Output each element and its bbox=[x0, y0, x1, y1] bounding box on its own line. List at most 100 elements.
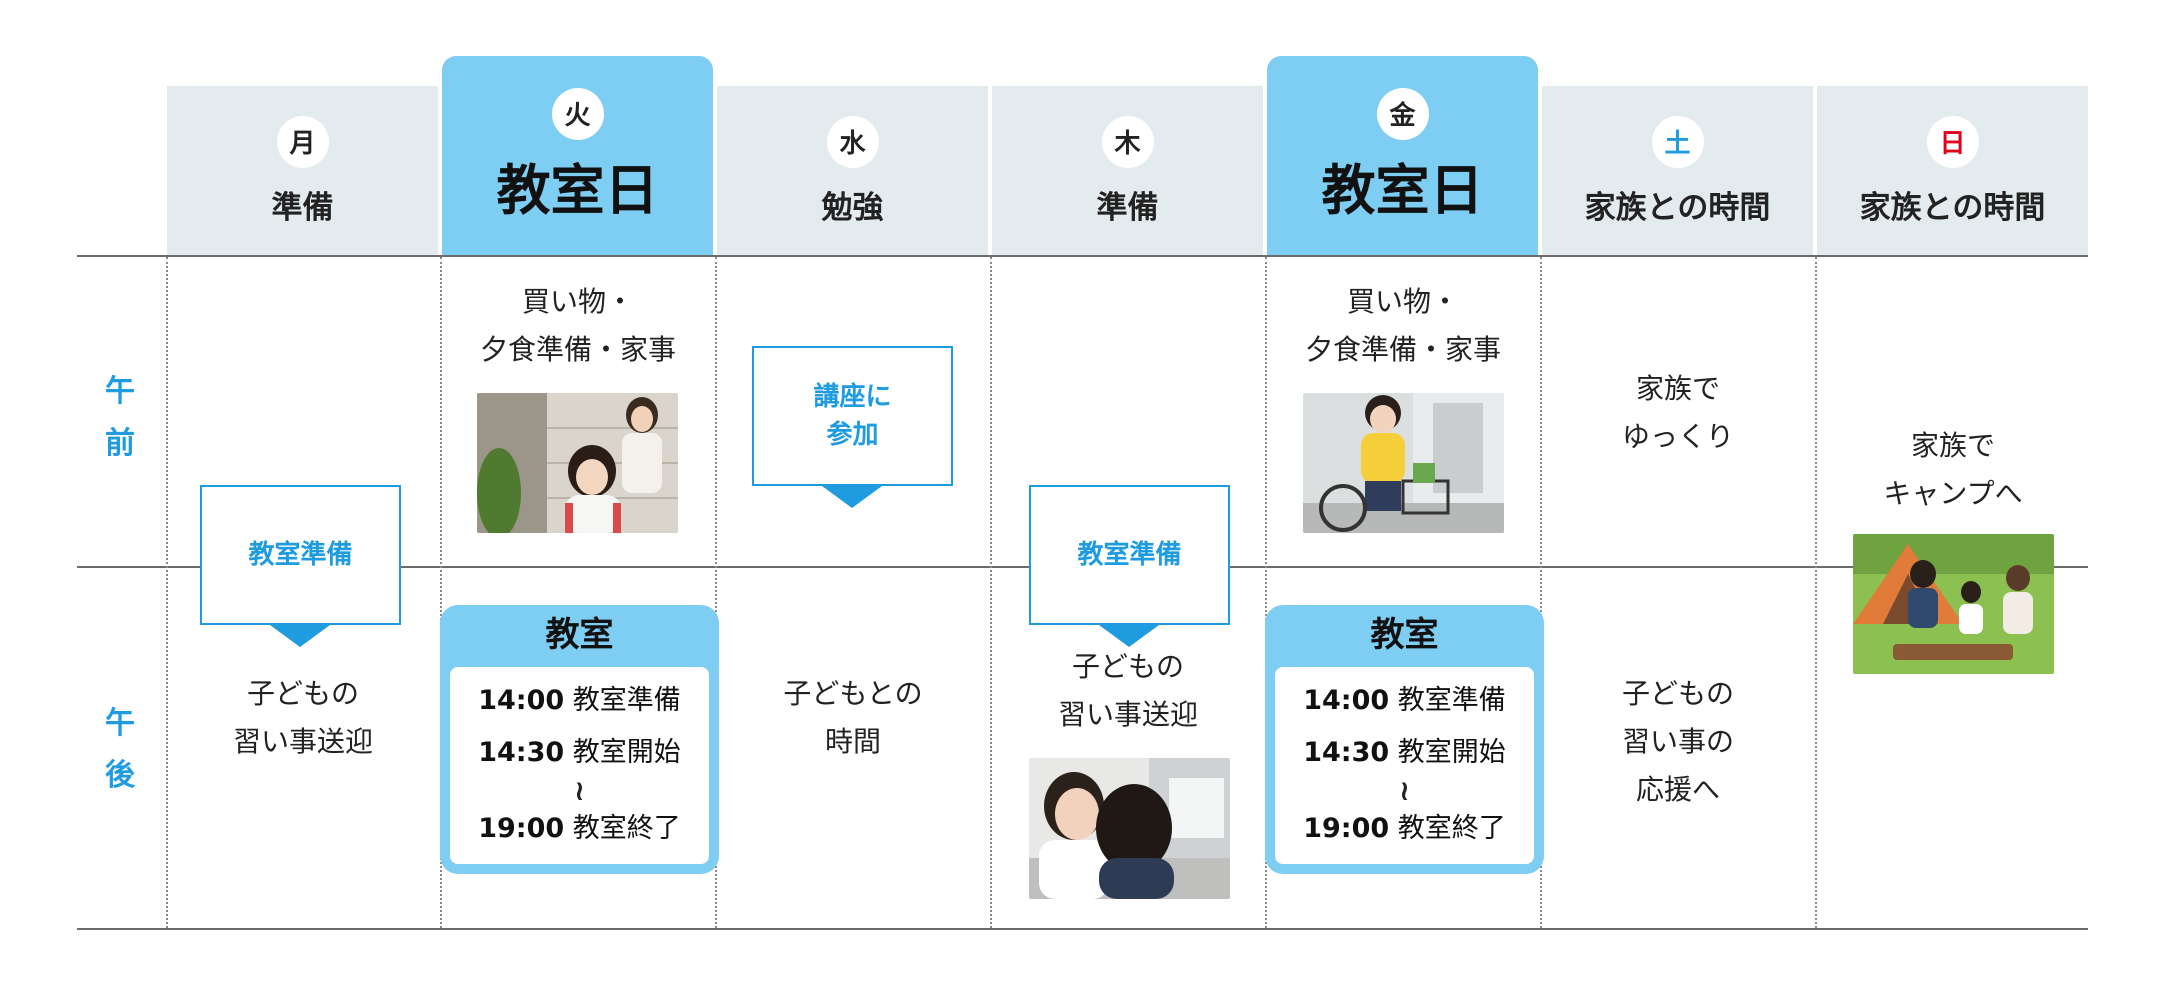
column-divider bbox=[990, 257, 992, 928]
day-badge-sun: 日 bbox=[1926, 115, 1979, 168]
callout-mon-class-prep: 教室準備 bbox=[200, 485, 401, 625]
cell-wed-pm-line1: 子どもとの bbox=[783, 677, 923, 710]
period-pm-char-1: 午 bbox=[105, 706, 135, 741]
cell-mon-pm: 子どもの 習い事送迎 bbox=[170, 670, 436, 766]
cell-sun-line1: 家族で bbox=[1910, 429, 1995, 462]
class-schedule-fri: 教室 14:00 教室準備 14:30 教室開始 ≀ 19:00 教室終了 bbox=[1265, 605, 1544, 874]
day-label-wed: 勉強 bbox=[821, 189, 884, 226]
cell-mon-pm-line2: 習い事送迎 bbox=[232, 725, 373, 758]
period-am-char-1: 午 bbox=[105, 374, 135, 409]
header-wednesday: 水 勉強 bbox=[717, 86, 988, 256]
day-label-tue: 教室日 bbox=[496, 158, 659, 222]
car-pickup-photo bbox=[1029, 758, 1230, 899]
cell-sat-am-line2: ゆっくり bbox=[1621, 420, 1734, 453]
cell-thu-pm-line2: 習い事送迎 bbox=[1057, 698, 1198, 731]
class-title-fri: 教室 bbox=[1370, 615, 1439, 655]
header-divider bbox=[77, 255, 2088, 257]
day-label-sun: 家族との時間 bbox=[1859, 189, 2046, 226]
cell-sun-line2: キャンプへ bbox=[1883, 477, 2023, 510]
header-friday: 金 教室日 bbox=[1267, 56, 1538, 256]
cell-fri-am: 買い物・ 夕食準備・家事 bbox=[1270, 278, 1536, 374]
class-schedule-card-fri: 14:00 教室準備 14:30 教室開始 ≀ 19:00 教室終了 bbox=[1275, 667, 1534, 864]
day-label-thu: 準備 bbox=[1096, 189, 1159, 226]
cell-sat-pm: 子どもの 習い事の 応援へ bbox=[1545, 670, 1811, 814]
day-label-fri: 教室日 bbox=[1321, 158, 1484, 222]
mother-and-daughter-photo bbox=[477, 393, 678, 533]
day-label-mon: 準備 bbox=[271, 189, 334, 226]
cell-tue-am: 買い物・ 夕食準備・家事 bbox=[445, 278, 711, 374]
header-sunday: 日 家族との時間 bbox=[1817, 86, 2088, 256]
callout-mon-text: 教室準備 bbox=[248, 540, 353, 570]
schedule-label: 教室準備 bbox=[572, 685, 681, 716]
cell-tue-am-line2: 夕食準備・家事 bbox=[479, 333, 676, 366]
cell-sat-am-line1: 家族で bbox=[1635, 372, 1720, 405]
schedule-time: 19:00 bbox=[1303, 813, 1390, 844]
cell-wed-pm-line2: 時間 bbox=[824, 725, 881, 758]
column-divider bbox=[1265, 257, 1267, 928]
cell-sun: 家族で キャンプへ bbox=[1820, 422, 2086, 518]
period-label-pm: 午 後 bbox=[92, 698, 148, 802]
cell-sat-pm-line2: 習い事の bbox=[1621, 725, 1734, 758]
day-badge-mon: 月 bbox=[276, 115, 329, 168]
schedule-time: 14:00 bbox=[1303, 685, 1390, 716]
day-label-sat: 家族との時間 bbox=[1584, 189, 1771, 226]
callout-mon-tip bbox=[270, 625, 330, 647]
column-divider bbox=[715, 257, 717, 928]
callout-thu-class-prep: 教室準備 bbox=[1029, 485, 1230, 625]
cell-sat-am: 家族で ゆっくり bbox=[1545, 365, 1811, 461]
woman-on-bicycle-photo bbox=[1303, 393, 1504, 533]
callout-wed-tip bbox=[822, 486, 882, 508]
callout-thu-tip bbox=[1099, 625, 1159, 647]
header-monday: 月 準備 bbox=[167, 86, 438, 256]
day-badge-sat: 土 bbox=[1651, 115, 1704, 168]
schedule-row: 14:00 教室準備 bbox=[450, 675, 709, 727]
class-title-tue: 教室 bbox=[545, 615, 614, 655]
day-badge-wed: 水 bbox=[826, 115, 879, 168]
cell-wed-pm: 子どもとの 時間 bbox=[720, 670, 986, 766]
schedule-label: 教室開始 bbox=[1397, 737, 1506, 768]
period-pm-char-2: 後 bbox=[105, 758, 135, 793]
schedule-row: 14:30 教室開始 bbox=[1275, 727, 1534, 779]
callout-wed-attend-course: 講座に 参加 bbox=[752, 346, 953, 486]
column-divider bbox=[1540, 257, 1542, 928]
cell-fri-am-line1: 買い物・ bbox=[1346, 285, 1459, 318]
day-badge-tue: 火 bbox=[551, 87, 604, 140]
schedule-row: 14:00 教室準備 bbox=[1275, 675, 1534, 727]
callout-wed-line1: 講座に bbox=[813, 382, 892, 412]
cell-thu-pm-line1: 子どもの bbox=[1071, 650, 1184, 683]
schedule-row: 19:00 教室終了 bbox=[450, 803, 709, 855]
day-badge-fri: 金 bbox=[1376, 87, 1429, 140]
period-label-am: 午 前 bbox=[92, 366, 148, 470]
schedule-time: 14:30 bbox=[478, 737, 565, 768]
schedule-label: 教室終了 bbox=[572, 813, 681, 844]
column-divider bbox=[166, 257, 168, 928]
schedule-time: 19:00 bbox=[478, 813, 565, 844]
day-badge-thu: 木 bbox=[1101, 115, 1154, 168]
schedule-row: 14:30 教室開始 bbox=[450, 727, 709, 779]
cell-sat-pm-line3: 応援へ bbox=[1635, 773, 1720, 806]
schedule-label: 教室開始 bbox=[572, 737, 681, 768]
schedule-time: 14:30 bbox=[1303, 737, 1390, 768]
callout-thu-text: 教室準備 bbox=[1077, 540, 1182, 570]
column-divider bbox=[440, 257, 442, 928]
class-schedule-card-tue: 14:00 教室準備 14:30 教室開始 ≀ 19:00 教室終了 bbox=[450, 667, 709, 864]
cell-thu-pm: 子どもの 習い事送迎 bbox=[995, 643, 1261, 739]
schedule-tilde: ≀ bbox=[574, 774, 585, 807]
cell-sat-pm-line1: 子どもの bbox=[1621, 677, 1734, 710]
class-schedule-tue: 教室 14:00 教室準備 14:30 教室開始 ≀ 19:00 教室終了 bbox=[440, 605, 719, 874]
schedule-row: 19:00 教室終了 bbox=[1275, 803, 1534, 855]
cell-mon-pm-line1: 子どもの bbox=[246, 677, 359, 710]
header-thursday: 木 準備 bbox=[992, 86, 1263, 256]
header-tuesday: 火 教室日 bbox=[442, 56, 713, 256]
cell-tue-am-line1: 買い物・ bbox=[521, 285, 634, 318]
schedule-time: 14:00 bbox=[478, 685, 565, 716]
schedule-tilde: ≀ bbox=[1399, 774, 1410, 807]
period-am-char-2: 前 bbox=[105, 426, 135, 461]
callout-wed-line2: 参加 bbox=[826, 420, 879, 450]
family-camping-photo bbox=[1853, 534, 2054, 674]
column-divider bbox=[1815, 257, 1817, 928]
schedule-label: 教室準備 bbox=[1397, 685, 1506, 716]
bottom-divider bbox=[77, 928, 2088, 930]
header-saturday: 土 家族との時間 bbox=[1542, 86, 1813, 256]
cell-fri-am-line2: 夕食準備・家事 bbox=[1304, 333, 1501, 366]
